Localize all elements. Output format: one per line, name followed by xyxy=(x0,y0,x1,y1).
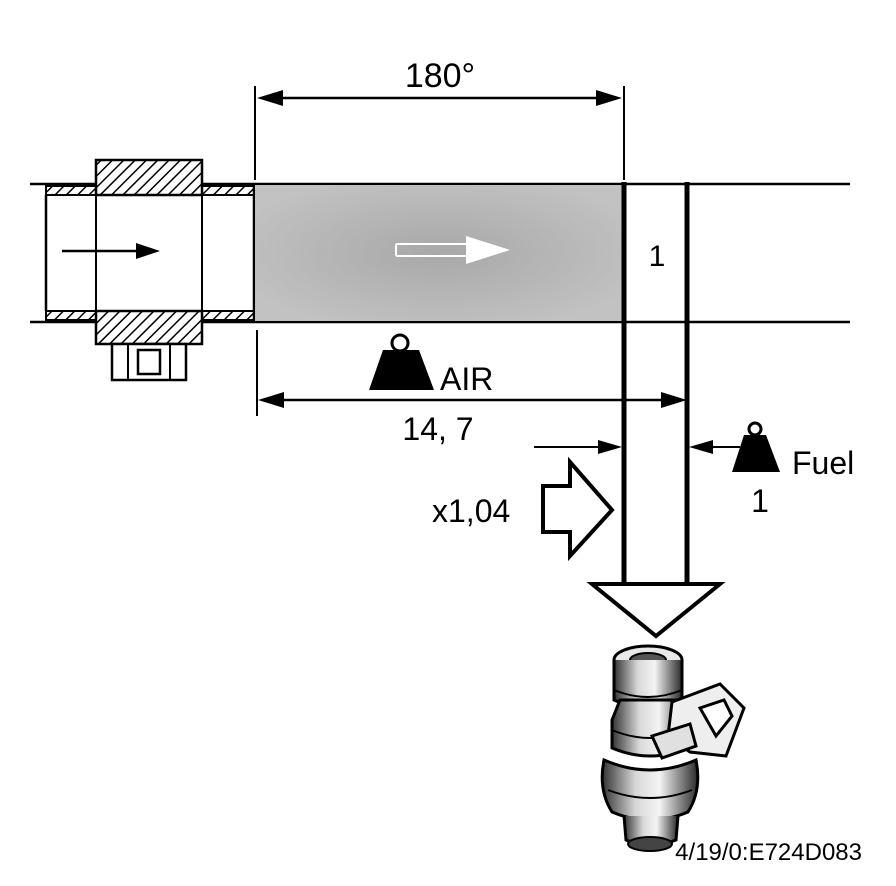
weight-handle-icon xyxy=(747,421,763,437)
channel-width-markers xyxy=(534,440,740,454)
arrowhead-right-icon xyxy=(596,90,622,106)
fuel-label: Fuel xyxy=(792,445,854,481)
air-mass-column xyxy=(256,186,622,320)
air-ratio-label: 14, 7 xyxy=(402,411,473,447)
flow-arrow-icon xyxy=(136,243,160,259)
fuel-ratio-label: 1 xyxy=(751,483,769,519)
air-mass-meter xyxy=(44,158,256,382)
angle-dimension: 180° xyxy=(254,57,625,180)
air-ratio-dimension: 14, 7 xyxy=(256,330,687,447)
fuel-weight: Fuel 1 xyxy=(732,421,854,519)
air-flow-arrow-icon xyxy=(395,236,510,264)
weight-handle-icon xyxy=(390,333,410,353)
air-weight: AIR xyxy=(369,333,493,397)
fuel-injector-icon xyxy=(600,644,746,852)
air-label: AIR xyxy=(440,361,493,397)
arrowhead-left-icon xyxy=(689,440,713,454)
mixture-channel xyxy=(586,182,726,639)
multiplier-label: x1,04 xyxy=(432,493,510,529)
reference-code: 4/19/0:E724D083 xyxy=(675,839,862,866)
arrowhead-right-icon xyxy=(598,440,622,454)
arrowhead-left-icon xyxy=(257,90,283,106)
multiplier-group: x1,04 xyxy=(432,456,615,562)
weight-icon xyxy=(732,435,780,472)
mixture-arrow-icon xyxy=(586,582,726,639)
correction-arrow-icon xyxy=(541,456,615,562)
arrowhead-right-icon xyxy=(661,392,687,408)
cell-number-label: 1 xyxy=(649,240,666,273)
arrowhead-left-icon xyxy=(258,392,284,408)
weight-icon xyxy=(369,350,434,390)
angle-label: 180° xyxy=(405,57,475,95)
